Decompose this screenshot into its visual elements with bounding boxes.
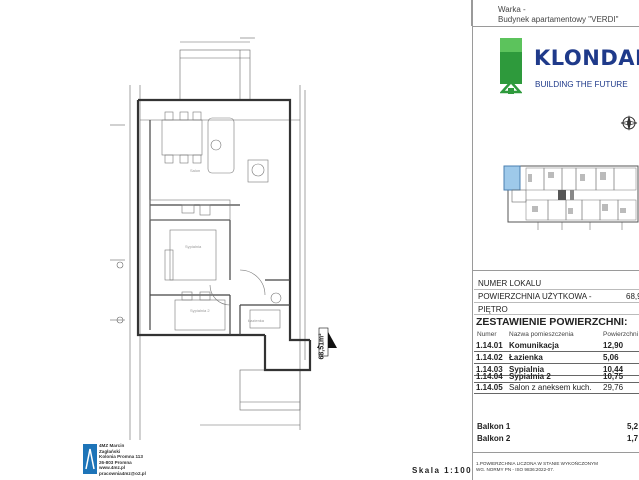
unit-line-1 (474, 289, 639, 290)
room-number: 1.14.04 (476, 372, 503, 381)
area-table-title: ZESTAWIENIE POWIERZCHNI: (476, 316, 628, 328)
svg-text:Salon: Salon (190, 168, 200, 173)
col-header-number: Numer (477, 331, 497, 338)
unit-area-label: POWIERZCHNIA UŻYTKOWA - (478, 292, 592, 301)
room-number: 1.14.02 (476, 353, 503, 362)
room-name: Łazienka (509, 353, 543, 362)
architect-line-6: pracownia4mz@o2.pl (99, 470, 146, 476)
unit-floor-label: PIĘTRO (478, 305, 508, 314)
room-area: 12,90 (603, 341, 624, 350)
room-number: 1.14.05 (476, 383, 503, 392)
col-header-name: Nazwa pomieszczenia (509, 331, 574, 338)
row-divider (474, 382, 639, 383)
unit-area-value: 68,9 (626, 292, 639, 301)
architect-line-3: Kolonia Promna 113 (99, 454, 143, 460)
project-building: Budynek apartamentowy "VERDI" (498, 15, 619, 24)
table-row: 1.14.05 Salon z aneksem kuch. 29,76 (474, 383, 639, 393)
row-divider (474, 351, 639, 352)
frame-left-divider (471, 0, 472, 26)
logo-tagline: BUILDING THE FUTURE (535, 80, 628, 89)
architect-line-2: Zagłański (99, 448, 121, 454)
architect-line-1: 4MZ Marcin (99, 443, 125, 448)
balcony-area: 5,2 (627, 422, 639, 431)
svg-text:Sypialnia 2: Sypialnia 2 (190, 308, 210, 313)
key-plan-diagram (503, 165, 639, 230)
row-divider (474, 363, 639, 364)
svg-text:Sypialnia: Sypialnia (185, 244, 202, 249)
col-header-area: Powierzchni (603, 331, 639, 338)
unit-area-badge: 68,51m² (318, 333, 326, 360)
logo-mark-icon (500, 38, 522, 94)
row-divider (474, 375, 639, 376)
architect-line-5: www.4mz.pl (99, 465, 126, 471)
balcony-area: 1,7 (627, 434, 639, 443)
unit-line-2 (474, 302, 639, 303)
balcony-name: Balkon 1 (477, 422, 511, 431)
row-divider (474, 393, 639, 394)
frame-line-keyplan (472, 270, 639, 271)
room-number: 1.14.03 (476, 365, 503, 374)
drawing-scale: Skala 1:100 (412, 466, 473, 475)
frame-top-line (472, 26, 639, 27)
room-area: 5,06 (603, 353, 619, 362)
footnote-line-1: 1.POWIERZCHNIA LICZONA W STANIE WYKOŃCZO… (476, 461, 598, 466)
table-row: 1.14.04 Sypialnia 2 10,75 (474, 372, 639, 382)
architect-info: 4MZ Marcin Zagłański Kolonia Promna 113 … (99, 443, 146, 477)
unit-line-3 (474, 314, 639, 315)
logo-title: KLONDAIK (534, 46, 639, 70)
room-area: 29,76 (603, 383, 624, 392)
unit-number-label: NUMER LOKALU (478, 279, 542, 288)
room-name: Salon z aneksem kuch. (509, 383, 592, 392)
project-city: Warka - (498, 5, 526, 14)
frame-line-footer (472, 452, 639, 453)
room-area: 10,44 (603, 365, 624, 374)
room-name: Sypialnia 2 (509, 372, 551, 381)
footnote-line-2: WG. NORMY PN - ISO 9836:2022-07. (476, 467, 555, 472)
frame-divider (472, 0, 473, 480)
table-row: 1.14.01 Komunikacja 12,90 (474, 341, 639, 351)
company-logo: KLONDAIK BUILDING THE FUTURE (498, 38, 639, 98)
compass-icon (620, 115, 638, 131)
architect-logo-icon (83, 444, 97, 474)
architect-line-4: 26-803 Promna (99, 459, 132, 465)
svg-text:Łazienka: Łazienka (248, 318, 265, 323)
room-name: Komunikacja (509, 341, 559, 350)
floor-plan-drawing: Salon Sypialnia Sypialnia 2 Łazienka (110, 37, 337, 440)
room-area: 10,75 (603, 372, 624, 381)
room-name: Sypialnia (509, 365, 545, 374)
room-number: 1.14.01 (476, 341, 503, 350)
balcony-name: Balkon 2 (477, 434, 511, 443)
table-row: 1.14.02 Łazienka 5,06 (474, 353, 639, 363)
table-row: 1.14.03 Sypialnia 10,44 (474, 365, 639, 375)
